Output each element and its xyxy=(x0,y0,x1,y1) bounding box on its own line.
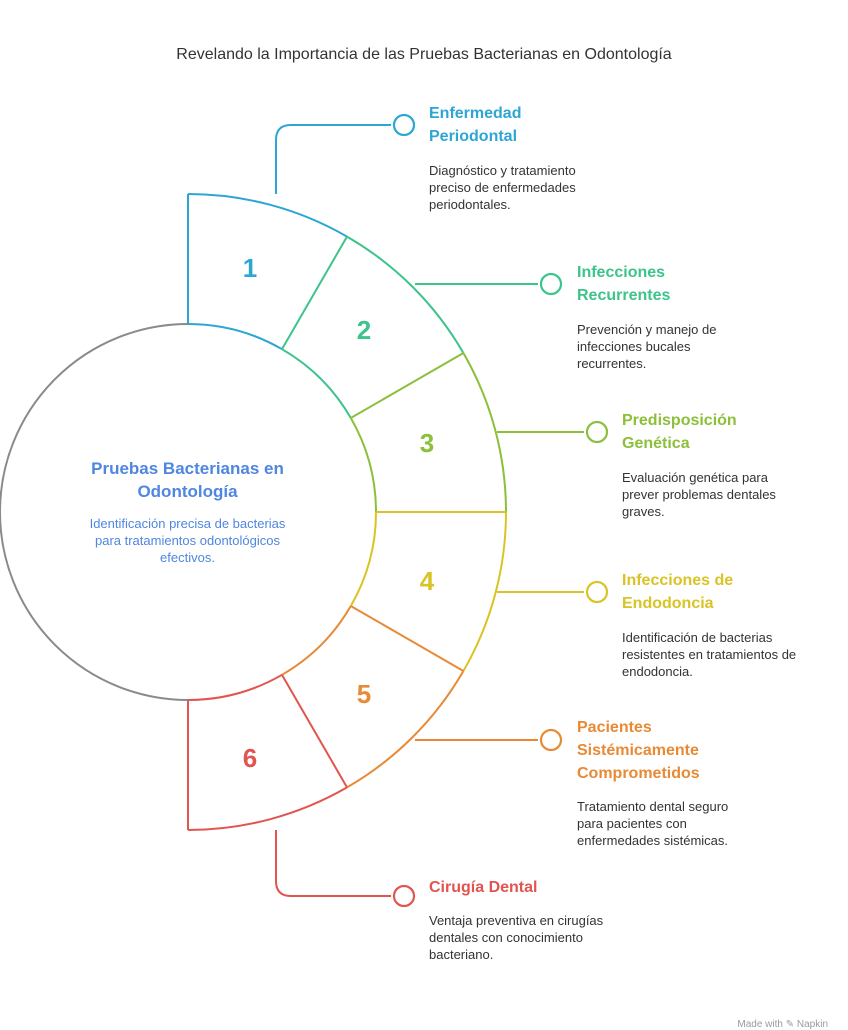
segment-outer-arc-2 xyxy=(346,235,465,354)
segment-outer-arc-4 xyxy=(462,511,507,672)
segment-number-4: 4 xyxy=(419,566,435,596)
segment-outer-arc-3 xyxy=(462,352,507,513)
segment-edge-6 xyxy=(281,674,348,788)
segment-inner-arc-1 xyxy=(187,323,283,351)
segment-inner-arc-2 xyxy=(281,348,352,419)
connector-dot-5 xyxy=(539,728,563,752)
center-circle-arc xyxy=(0,323,189,701)
segment-outer-arc-6 xyxy=(187,786,348,831)
connector-line-6 xyxy=(275,830,391,897)
segment-number-1: 1 xyxy=(242,253,258,283)
segment-number-2: 2 xyxy=(356,315,372,345)
item-title-5: Pacientes Sistémicamente Comprometidos xyxy=(577,719,700,782)
connector-dot-3 xyxy=(585,420,609,444)
page-title: Revelando la Importancia de las Pruebas … xyxy=(176,46,672,63)
segment-outer-arc-1 xyxy=(187,193,348,238)
item-title-3: Predisposición Genética xyxy=(622,412,737,452)
segment-number-3: 3 xyxy=(419,428,435,458)
segment-inner-arc-3 xyxy=(349,417,377,513)
segment-inner-arc-5 xyxy=(281,605,352,676)
connector-dot-1 xyxy=(392,113,416,137)
segment-number-6: 6 xyxy=(242,743,258,773)
item-description-3: Evaluación genética para prever problema… xyxy=(622,470,776,519)
item-description-4: Identificación de bacterias resistentes … xyxy=(622,630,797,679)
segment-inner-arc-6 xyxy=(187,673,283,701)
segment-edge-2 xyxy=(281,236,348,350)
item-description-6: Ventaja preventiva en cirugías dentales … xyxy=(429,913,604,962)
connector-dot-4 xyxy=(585,580,609,604)
segment-edge-5 xyxy=(350,605,464,672)
item-description-1: Diagnóstico y tratamiento preciso de enf… xyxy=(429,163,576,212)
item-title-6: Cirugía Dental xyxy=(429,879,538,896)
connector-line-1 xyxy=(275,124,391,194)
connector-dot-2 xyxy=(539,272,563,296)
segment-number-5: 5 xyxy=(356,679,372,709)
item-description-5: Tratamiento dental seguro para pacientes… xyxy=(577,799,729,848)
connector-dot-6 xyxy=(392,884,416,908)
item-description-2: Prevención y manejo de infecciones bucal… xyxy=(577,322,717,371)
center-description: Identificación precisa de bacterias para… xyxy=(89,516,286,565)
item-title-1: Enfermedad Periodontal xyxy=(429,105,522,145)
segment-outer-arc-5 xyxy=(346,670,465,789)
segment-inner-arc-4 xyxy=(349,511,377,607)
item-title-4: Infecciones de Endodoncia xyxy=(622,572,734,612)
item-title-2: Infecciones Recurrentes xyxy=(577,264,671,304)
center-title: Pruebas Bacterianas en Odontología xyxy=(91,459,284,501)
footer-credit: Made with ✎ Napkin xyxy=(737,1019,828,1030)
segment-edge-3 xyxy=(350,352,464,419)
